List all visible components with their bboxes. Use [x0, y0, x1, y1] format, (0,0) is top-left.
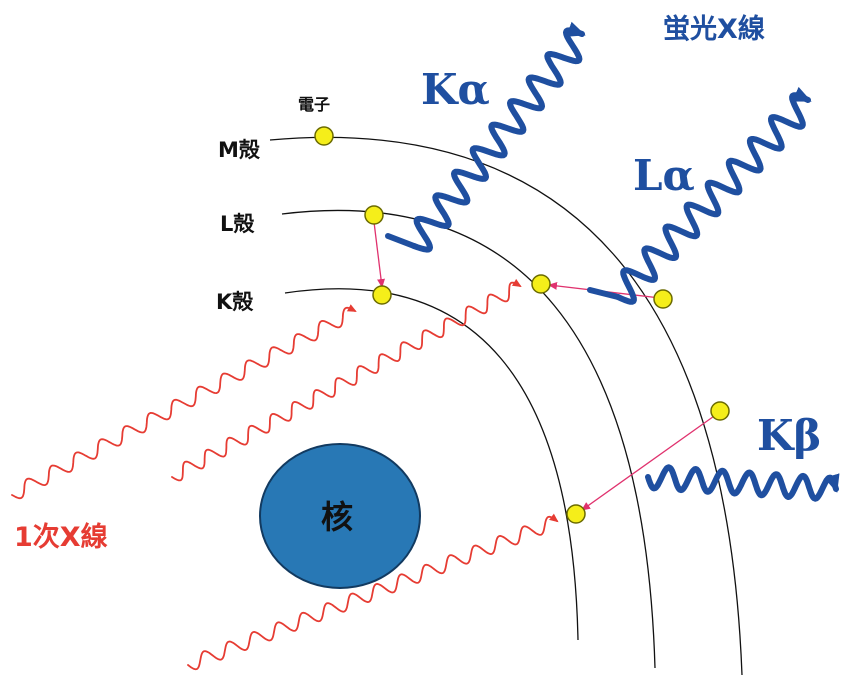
electron-k-shell-lower [566, 504, 586, 524]
primary-wave-2 [171, 278, 522, 482]
electron-k-shell-vacancy [372, 285, 392, 305]
l-shell-label: L殻 [220, 212, 255, 236]
k-alpha-wave [385, 233, 417, 249]
electrons [314, 126, 730, 524]
electron-m-shell-lower [710, 401, 730, 421]
electron-l-shell [364, 205, 384, 225]
nucleus-label: 核 [321, 498, 353, 536]
fluorescent-xray-waves [385, 21, 840, 502]
electron-m-shell [314, 126, 334, 146]
k-beta-wave [645, 464, 840, 502]
k-shell-arc [284, 288, 579, 641]
electron-m-shell-outer [653, 289, 673, 309]
primary-xray-waves [11, 278, 559, 671]
m-shell-label: M殻 [218, 138, 261, 162]
electron-l-shell-vacancy [531, 274, 551, 294]
k-beta-label: Kβ [757, 411, 821, 460]
transition-m-to-k [581, 413, 718, 511]
transition-l-to-k [373, 221, 385, 288]
nucleus [259, 443, 421, 589]
k-alpha-label: Kα [421, 65, 490, 114]
k-alpha-wave-body [411, 21, 586, 253]
primary-wave-3 [187, 513, 559, 671]
l-alpha-wave [587, 287, 621, 300]
l-shell-arc [281, 209, 656, 669]
primary-xray-title: 1次X線 [14, 521, 108, 553]
l-alpha-wave-body [615, 86, 812, 305]
fluorescent-xray-title: 蛍光X線 [663, 13, 765, 45]
electron-label: 電子 [298, 95, 330, 114]
primary-wave-1 [11, 304, 357, 500]
l-alpha-label: Lα [633, 151, 695, 200]
m-shell-arc [269, 136, 743, 676]
k-shell-label: K殻 [216, 290, 254, 314]
